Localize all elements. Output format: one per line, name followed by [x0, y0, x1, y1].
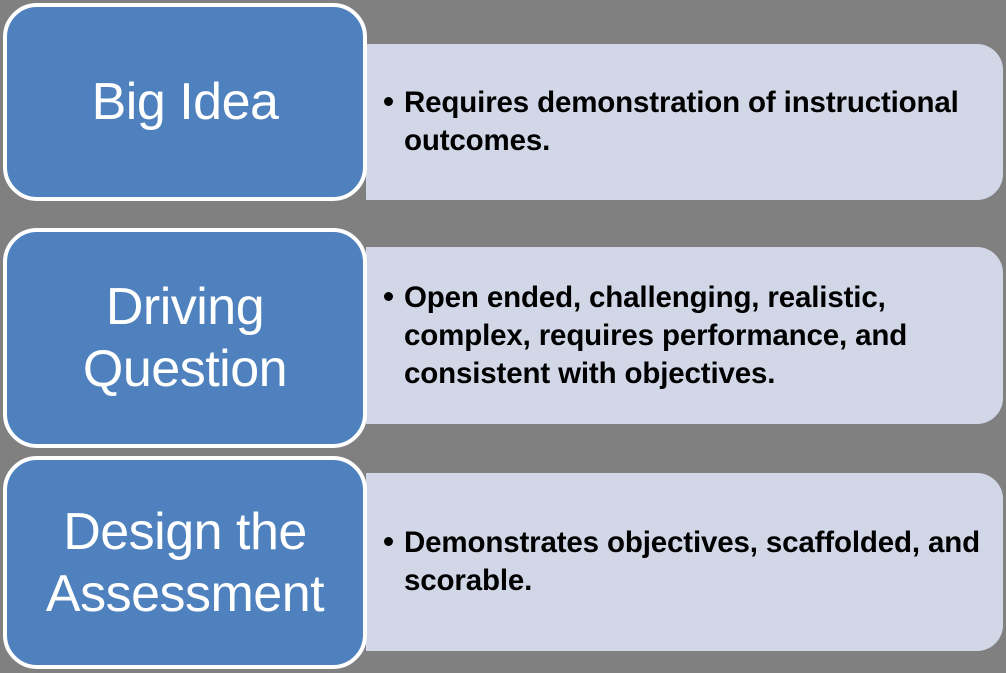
description-panel-design-the-assessment: Demonstrates objectives, scaffolded, and… — [366, 473, 1003, 651]
description-list: Requires demonstration of instructional … — [366, 84, 1003, 160]
description-text: Open ended, challenging, realistic, comp… — [404, 280, 908, 390]
stage-box-driving-question[interactable]: Driving Question — [3, 228, 367, 448]
description-text: Requires demonstration of instructional … — [404, 86, 959, 157]
stage-box-big-idea[interactable]: Big Idea — [3, 3, 367, 201]
description-text: Demonstrates objectives, scaffolded, and… — [404, 526, 980, 597]
bullet-point-icon — [384, 291, 393, 301]
stage-label: Driving Question — [82, 278, 288, 398]
bullet-point-icon — [384, 97, 393, 106]
bullet-point-icon — [384, 537, 393, 546]
description-bullet: Demonstrates objectives, scaffolded, and… — [382, 524, 985, 600]
description-list: Open ended, challenging, realistic, comp… — [366, 279, 1003, 393]
stage-box-design-the-assessment[interactable]: Design the Assessment — [3, 456, 367, 669]
description-list: Demonstrates objectives, scaffolded, and… — [366, 524, 1003, 600]
stage-label: Big Idea — [91, 73, 279, 131]
description-panel-big-idea: Requires demonstration of instructional … — [366, 44, 1003, 200]
stage-label: Design the Assessment — [45, 502, 325, 623]
description-bullet: Requires demonstration of instructional … — [382, 84, 985, 160]
description-bullet: Open ended, challenging, realistic, comp… — [382, 279, 985, 393]
description-panel-driving-question: Open ended, challenging, realistic, comp… — [366, 247, 1003, 424]
